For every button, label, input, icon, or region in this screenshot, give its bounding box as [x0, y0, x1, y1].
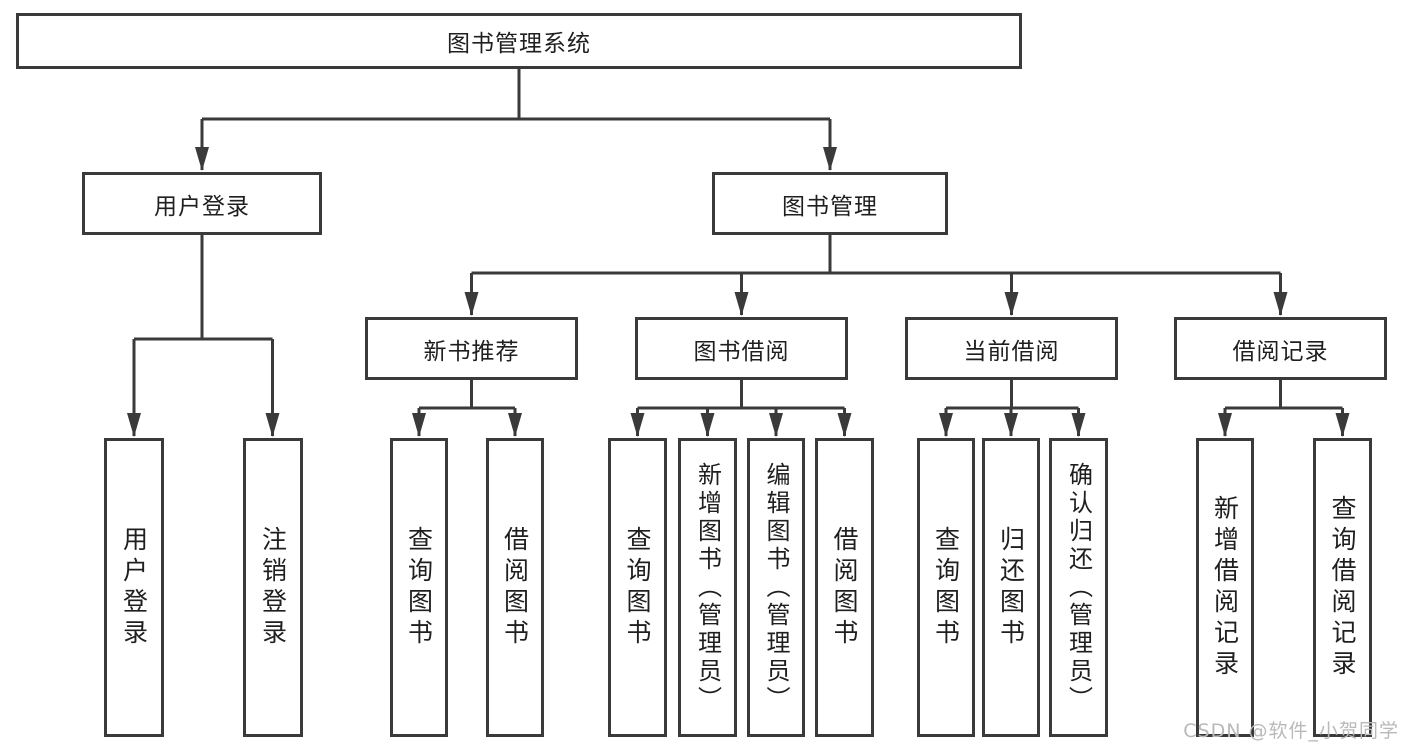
leaf-query-books-current: 查询图书: [917, 438, 975, 737]
leaf-borrow-books-borrowing: 借阅图书: [815, 438, 874, 737]
csdn-watermark: CSDN @软件_小贺同学: [1183, 720, 1399, 742]
edge-root-trunk: [202, 69, 830, 121]
leaf-return-books: 归还图书: [982, 438, 1040, 737]
leaf-add-books-admin: 新增图书（管理员）: [678, 438, 737, 737]
node-book-management: 图书管理: [712, 172, 948, 235]
leaf-borrow-books-new: 借阅图书: [486, 438, 544, 737]
leaf-logout: 注销登录: [243, 438, 303, 737]
edge-records-trunk: [1225, 380, 1343, 410]
edge-current-trunk: [946, 380, 1079, 410]
node-borrowing-records: 借阅记录: [1174, 317, 1387, 380]
node-current-borrowing: 当前借阅: [905, 317, 1118, 380]
node-root-library-system: 图书管理系统: [16, 13, 1022, 69]
edge-user-login-trunk: [134, 235, 273, 341]
edge-book-mgmt-trunk: [471, 235, 1281, 275]
leaf-edit-books-admin: 编辑图书（管理员）: [747, 438, 805, 737]
leaf-user-login: 用户登录: [104, 438, 164, 737]
node-new-book-recommendation: 新书推荐: [365, 317, 578, 380]
edge-borrowing-trunk: [637, 380, 845, 410]
leaf-query-books-borrowing: 查询图书: [608, 438, 667, 737]
leaf-add-borrow-record: 新增借阅记录: [1196, 438, 1254, 737]
leaf-query-borrow-record: 查询借阅记录: [1313, 438, 1372, 737]
edge-new-books-trunk: [419, 380, 515, 410]
leaf-query-books-new: 查询图书: [390, 438, 448, 737]
node-book-borrowing: 图书借阅: [635, 317, 848, 380]
leaf-confirm-return-admin: 确认归还（管理员）: [1049, 438, 1108, 737]
node-user-login: 用户登录: [82, 172, 322, 235]
